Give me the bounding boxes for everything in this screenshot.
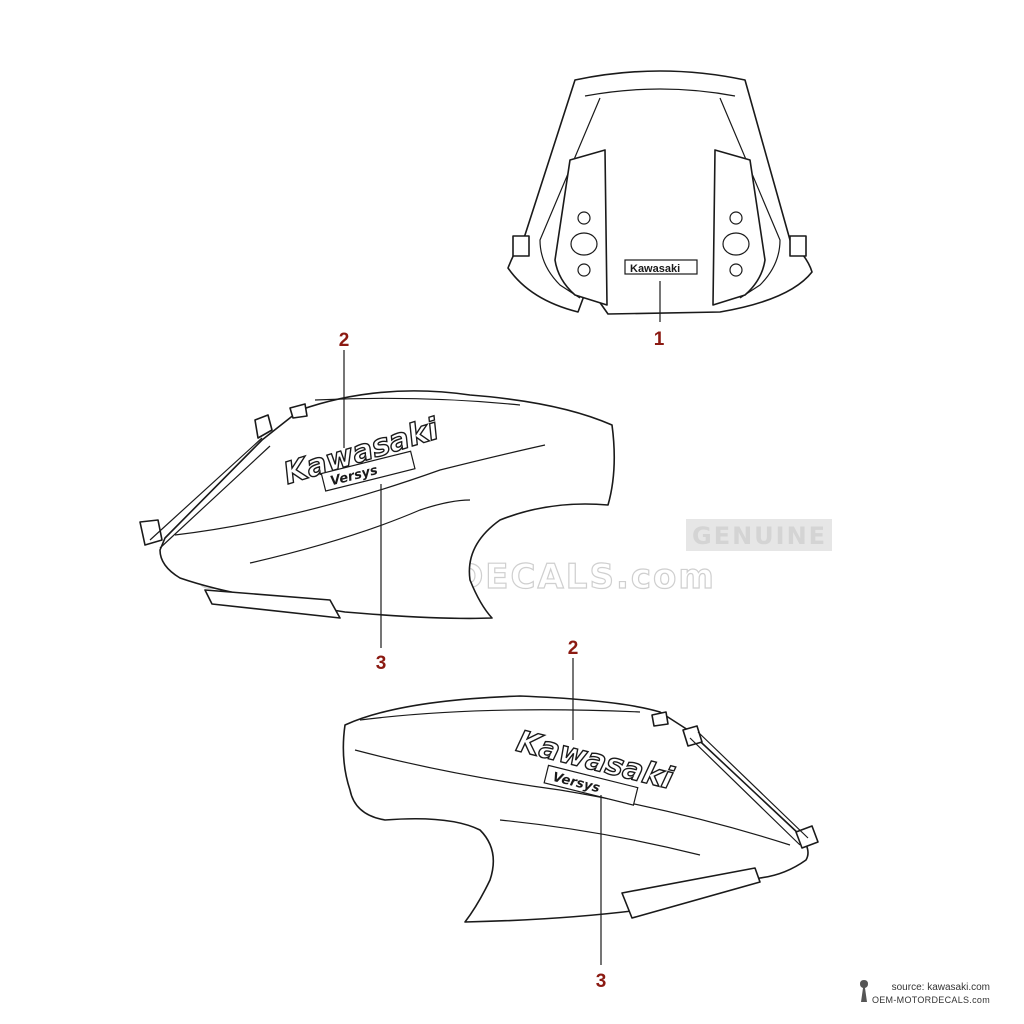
cowl-left-model-box: [320, 450, 416, 492]
cowl-left-edge-rail: [149, 437, 271, 549]
windshield-left-grommet: [570, 232, 598, 256]
cowl-right-lower-strip: [621, 867, 761, 919]
cowl-right-tab-mid: [682, 725, 703, 747]
cowl-left-crease-lower: [249, 499, 471, 564]
cowl-left-tab-top: [254, 414, 273, 439]
cowl-left-lower-strip: [204, 589, 341, 619]
windshield-top-line: [584, 88, 736, 97]
side-cowl-right: Kawasaki Versys: [342, 658, 819, 965]
mount-hole-icon: [729, 211, 743, 225]
windshield-left-vent: [512, 235, 530, 257]
footer-logo-icon: [860, 980, 868, 1002]
callout-label: 1: [654, 329, 665, 350]
callout-label: 3: [596, 971, 607, 992]
windshield-inner-edge-right: [719, 97, 781, 299]
footer: source: kawasaki.com OEM-MOTORDECALS.com: [872, 982, 990, 1006]
windshield-right-vent: [789, 235, 807, 257]
cowl-right-crease-lower: [499, 819, 701, 856]
cowl-left-tab: [139, 519, 163, 546]
cowl-right-top-line: [359, 709, 641, 721]
windshield-decal-box: [624, 259, 698, 275]
cowl-right-tab-top: [651, 711, 669, 727]
windshield: Kawasaki: [507, 70, 813, 322]
windshield-right-panel: [712, 149, 766, 306]
cowl-left-crease: [174, 444, 546, 536]
cowl-right-edge-rail: [689, 731, 809, 846]
callout-label: 2: [339, 330, 350, 351]
mount-hole-icon: [577, 263, 591, 277]
mount-hole-icon: [577, 211, 591, 225]
callout-label: 2: [568, 638, 579, 659]
footer-site: OEM-MOTORDECALS.com: [871, 995, 990, 1005]
windshield-left-panel: [554, 149, 608, 306]
windshield-right-grommet: [722, 232, 750, 256]
footer-source: source: kawasaki.com: [891, 982, 990, 993]
watermark-genuine-box: [686, 519, 832, 551]
cowl-left-top-line: [314, 397, 521, 406]
cowl-left-tab-mid: [289, 403, 308, 419]
mount-hole-icon: [729, 263, 743, 277]
callout-label: 3: [376, 653, 387, 674]
side-cowl-left: Kawasaki Versys: [139, 350, 616, 648]
cowl-right-model-box: [543, 764, 639, 806]
windshield-decal-text: Kawasaki: [630, 263, 680, 275]
cowl-right-crease: [354, 749, 791, 846]
windshield-inner-edge: [539, 97, 601, 299]
watermark-genuine: GENUINE: [692, 522, 827, 550]
